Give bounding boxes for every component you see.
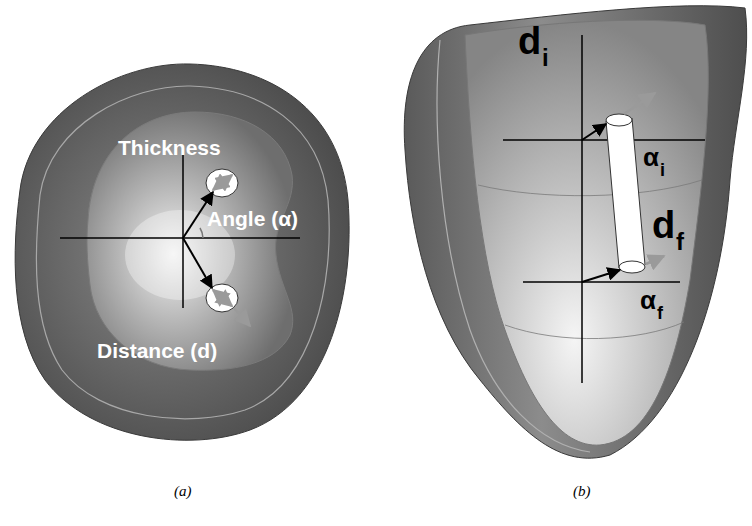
- subscript-label: f: [676, 230, 684, 254]
- subscript-label: i: [542, 46, 549, 70]
- subscript-label: i: [660, 161, 665, 179]
- panel-label: (b): [573, 484, 591, 499]
- measure-label: Thickness: [118, 137, 221, 158]
- symbol-label: d: [652, 206, 675, 244]
- symbol-label: α: [643, 144, 659, 170]
- long-axis-ventricle: [404, 6, 746, 458]
- subscript-label: f: [657, 304, 663, 322]
- measure-label: Distance (d): [97, 340, 217, 361]
- symbol-label: d: [518, 22, 541, 60]
- symbol-label: α: [640, 287, 656, 313]
- panel-label: (a): [174, 484, 192, 499]
- short-axis-slice: [15, 64, 349, 440]
- measure-label: Angle (α): [207, 208, 298, 229]
